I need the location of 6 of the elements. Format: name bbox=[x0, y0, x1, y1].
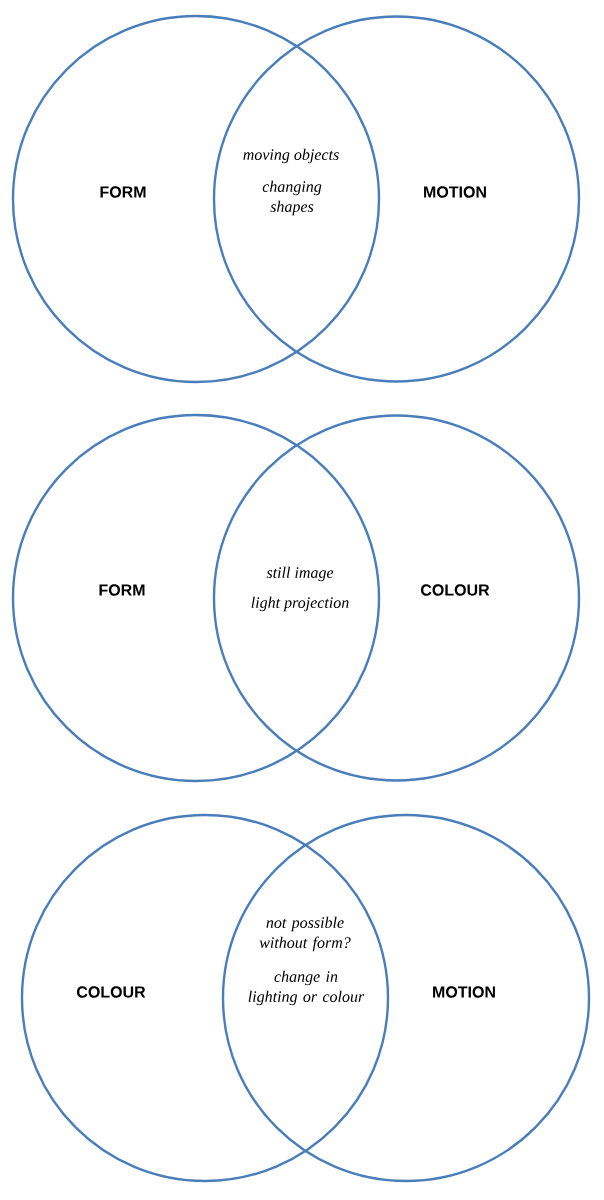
overlap-label: change in lighting or colour bbox=[248, 970, 365, 1006]
overlap-label: light projection bbox=[251, 596, 349, 612]
overlap-label: still image bbox=[266, 566, 334, 582]
overlap-label: moving objects bbox=[243, 148, 339, 164]
overlap-label: not possible without form? bbox=[259, 916, 351, 952]
overlap-label: changing shapes bbox=[262, 180, 322, 216]
